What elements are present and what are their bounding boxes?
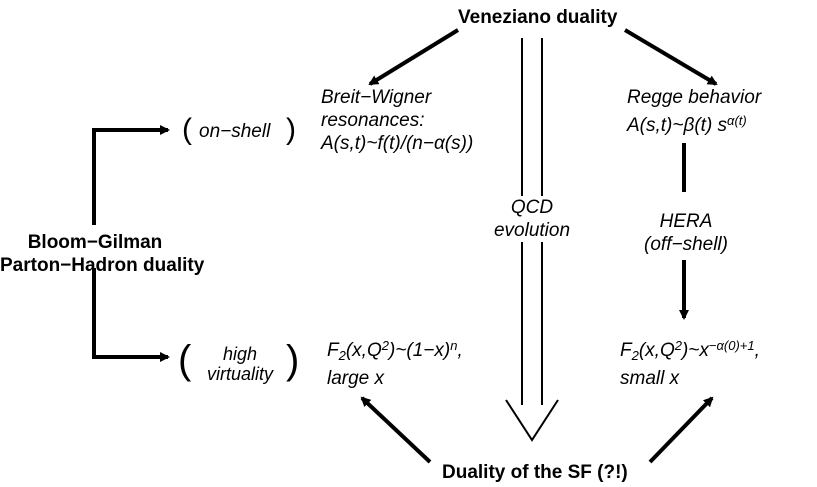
large-x-sup2: n: [450, 338, 458, 353]
small-x-end: ,: [754, 340, 760, 361]
small-x-block: F2(x,Q2)~x−α(0)+1, small x: [620, 334, 760, 390]
breit-wigner-formula: A(s,t)~f(t)/(n−α(s)): [321, 133, 474, 154]
large-x-block: F2(x,Q2)~(1−x)n, large x: [327, 334, 463, 390]
onshell-label: on−shell: [199, 121, 271, 142]
high-line: high: [222, 344, 258, 364]
small-x-sub: 2: [631, 348, 639, 363]
veneziano-duality-title: Veneziano duality: [458, 7, 618, 28]
small-x-mid: (x,Q: [638, 340, 675, 361]
breit-wigner-line2: resonances:: [321, 110, 425, 131]
small-x-formula: F2(x,Q2)~x−α(0)+1,: [620, 334, 760, 367]
bloom-gilman-line2: Parton−Hadron duality: [0, 255, 205, 276]
virtuality-line: virtuality: [206, 364, 273, 384]
regge-formula: A(s,t)~β(t) sα(t): [627, 109, 761, 137]
onshell-open-paren: (: [182, 113, 192, 146]
bloom-gilman-line1: Bloom−Gilman: [27, 232, 163, 253]
qcd-line1: QCD: [510, 197, 554, 218]
onshell-close-paren: ): [286, 113, 296, 146]
high-virtuality-label: high virtuality: [195, 344, 285, 384]
arrow-sf-to-large-x: [360, 396, 432, 464]
small-x-sup1: 2: [674, 338, 682, 353]
hera-label: HERA (off−shell): [628, 210, 744, 256]
small-x-label: small x: [620, 368, 680, 389]
breit-wigner-line1: Breit−Wigner: [321, 87, 432, 108]
arrow-bloom-gilman-branches: [92, 125, 170, 362]
duality-sf-title: Duality of the SF (?!): [442, 462, 628, 483]
large-x-f: F: [327, 340, 339, 361]
regge-block: Regge behavior A(s,t)~β(t) sα(t): [627, 86, 761, 137]
arrow-veneziano-to-breit-wigner: [368, 28, 460, 86]
virtuality-open-paren: (: [178, 338, 192, 382]
regge-formula-base: A(s,t)~β(t) s: [627, 115, 728, 136]
small-x-tail: )~x: [681, 340, 709, 361]
large-x-mid: (x,Q: [345, 340, 382, 361]
hera-line1: HERA: [659, 211, 713, 232]
breit-wigner-block: Breit−Wigner resonances: A(s,t)~f(t)/(n−…: [321, 86, 473, 155]
small-x-sup2: −α(0)+1: [708, 338, 755, 353]
large-x-sup1: 2: [381, 338, 389, 353]
regge-line1: Regge behavior: [627, 87, 762, 108]
large-x-label: large x: [327, 368, 385, 389]
large-x-tail: )~(1−x): [388, 340, 451, 361]
small-x-f: F: [620, 340, 632, 361]
arrow-sf-to-small-x: [648, 396, 714, 464]
virtuality-close-paren: ): [286, 338, 300, 382]
qcd-line2: evolution: [493, 220, 571, 241]
qcd-evolution-label: QCD evolution: [492, 196, 572, 242]
regge-formula-exponent: α(t): [727, 113, 747, 128]
arrow-veneziano-to-regge: [623, 28, 718, 86]
large-x-sub: 2: [338, 348, 346, 363]
large-x-end: ,: [457, 340, 463, 361]
large-x-formula: F2(x,Q2)~(1−x)n,: [327, 334, 463, 367]
hera-line2: (off−shell): [644, 234, 728, 255]
bloom-gilman-label: Bloom−Gilman Parton−Hadron duality: [0, 231, 205, 277]
